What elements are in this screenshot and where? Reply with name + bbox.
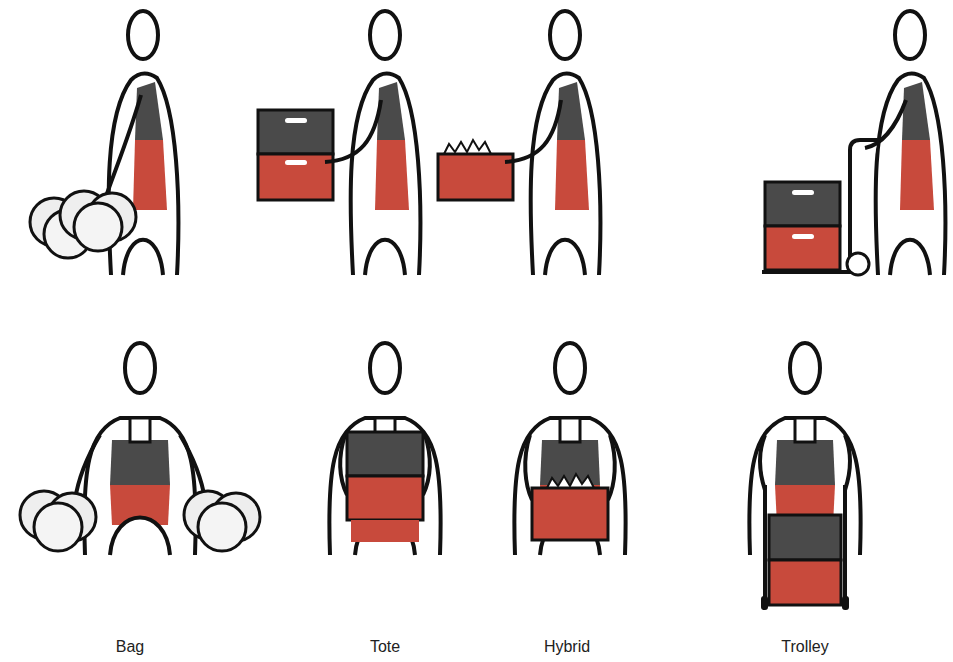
hybrid-front-figure bbox=[514, 343, 625, 555]
tote-front-figure bbox=[329, 343, 440, 555]
bag-side-figure bbox=[30, 11, 178, 275]
trolley-side-figure bbox=[762, 11, 945, 275]
trolley-front-figure bbox=[749, 343, 860, 610]
bag-front-figure bbox=[20, 343, 260, 555]
figure-label: Hybrid bbox=[544, 638, 590, 656]
figure-label: Bag bbox=[116, 638, 144, 656]
figure-label: Trolley bbox=[781, 638, 828, 656]
figure-label: Tote bbox=[370, 638, 400, 656]
hybrid-side-figure bbox=[438, 11, 600, 275]
tote-side-figure bbox=[258, 11, 420, 275]
